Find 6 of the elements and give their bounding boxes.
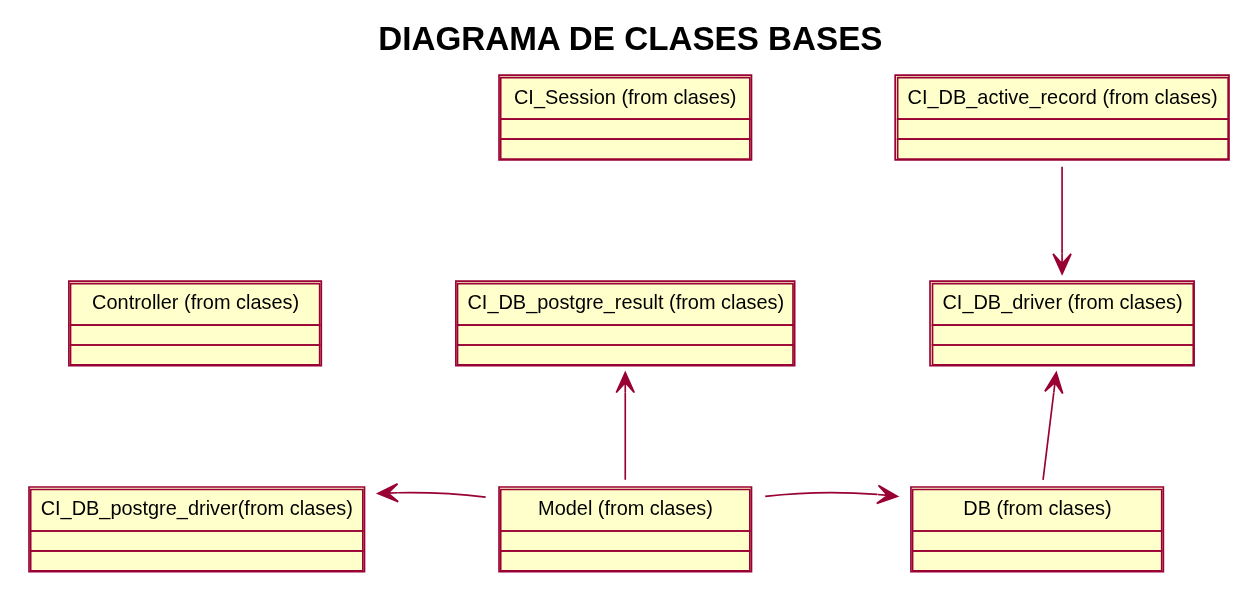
arrow	[764, 484, 899, 505]
arrow	[1052, 165, 1072, 275]
diagram-title: DIAGRAMA DE CLASES BASES	[378, 20, 883, 58]
arrow	[377, 482, 487, 503]
arrow	[615, 371, 636, 481]
arrow	[1042, 371, 1064, 481]
